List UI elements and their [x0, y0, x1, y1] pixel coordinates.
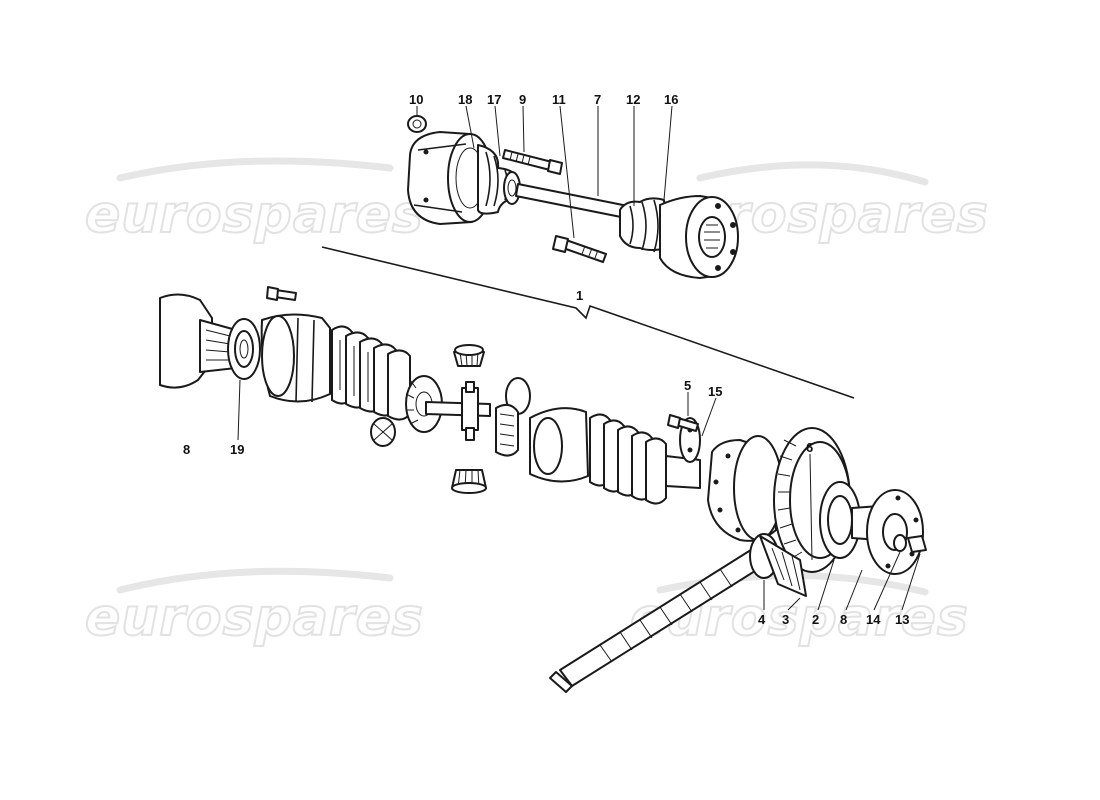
nut-part	[893, 534, 927, 553]
assembly-bracket	[321, 246, 855, 399]
callout-3: 3	[782, 612, 789, 627]
callout-7: 7	[594, 92, 601, 107]
bolt-part	[266, 286, 297, 301]
watermark-layer: eurospares eurospares eurospares eurospa…	[84, 157, 989, 649]
pinion-gear	[451, 469, 487, 494]
callout-13: 13	[895, 612, 909, 627]
input-pinion-shaft	[549, 533, 807, 693]
bolt-part	[552, 235, 607, 263]
clutch-pack-left	[331, 325, 411, 421]
callout-6: 6	[806, 440, 813, 455]
callout-16: 16	[664, 92, 678, 107]
callout-labels: 10 18 17 9 11 7 12 16 1 8 19 5 15 6 4 3 …	[183, 92, 909, 627]
bearing-19	[227, 318, 261, 380]
callout-8: 8	[840, 612, 847, 627]
pinion-gear	[453, 344, 485, 367]
leader-lines	[237, 105, 921, 611]
callout-15: 15	[708, 384, 722, 399]
side-gear-left	[405, 375, 443, 433]
diff-housing-left	[260, 313, 331, 403]
axle-shaft	[515, 183, 629, 219]
callout-9: 9	[519, 92, 526, 107]
clutch-pack-right	[589, 413, 701, 505]
callout-8: 8	[183, 442, 190, 457]
diff-carrier	[707, 435, 783, 542]
output-flange-right	[851, 489, 924, 575]
callout-19: 19	[230, 442, 244, 457]
bolt-part	[667, 414, 699, 432]
pinion-gear	[370, 417, 396, 447]
callout-1: 1	[576, 288, 583, 303]
watermark-text: eurospares	[85, 185, 424, 245]
side-gear-right	[495, 377, 531, 457]
callout-11: 11	[552, 92, 566, 107]
bearing-2	[819, 481, 861, 559]
cross-shaft	[425, 381, 491, 441]
right-cv-joint	[659, 195, 739, 279]
callout-5: 5	[684, 378, 691, 393]
drive-shaft-assembly	[407, 115, 739, 279]
differential-assembly	[159, 286, 927, 693]
callout-17: 17	[487, 92, 501, 107]
callout-4: 4	[758, 612, 766, 627]
output-flange-left	[159, 293, 237, 389]
nut-part	[407, 115, 427, 133]
callout-12: 12	[626, 92, 640, 107]
callout-2: 2	[812, 612, 819, 627]
callout-18: 18	[458, 92, 472, 107]
clutch-housing-right	[529, 407, 589, 483]
callout-14: 14	[866, 612, 881, 627]
bolt-part	[502, 149, 563, 175]
watermark-text: eurospares	[85, 588, 424, 648]
callout-10: 10	[409, 92, 423, 107]
